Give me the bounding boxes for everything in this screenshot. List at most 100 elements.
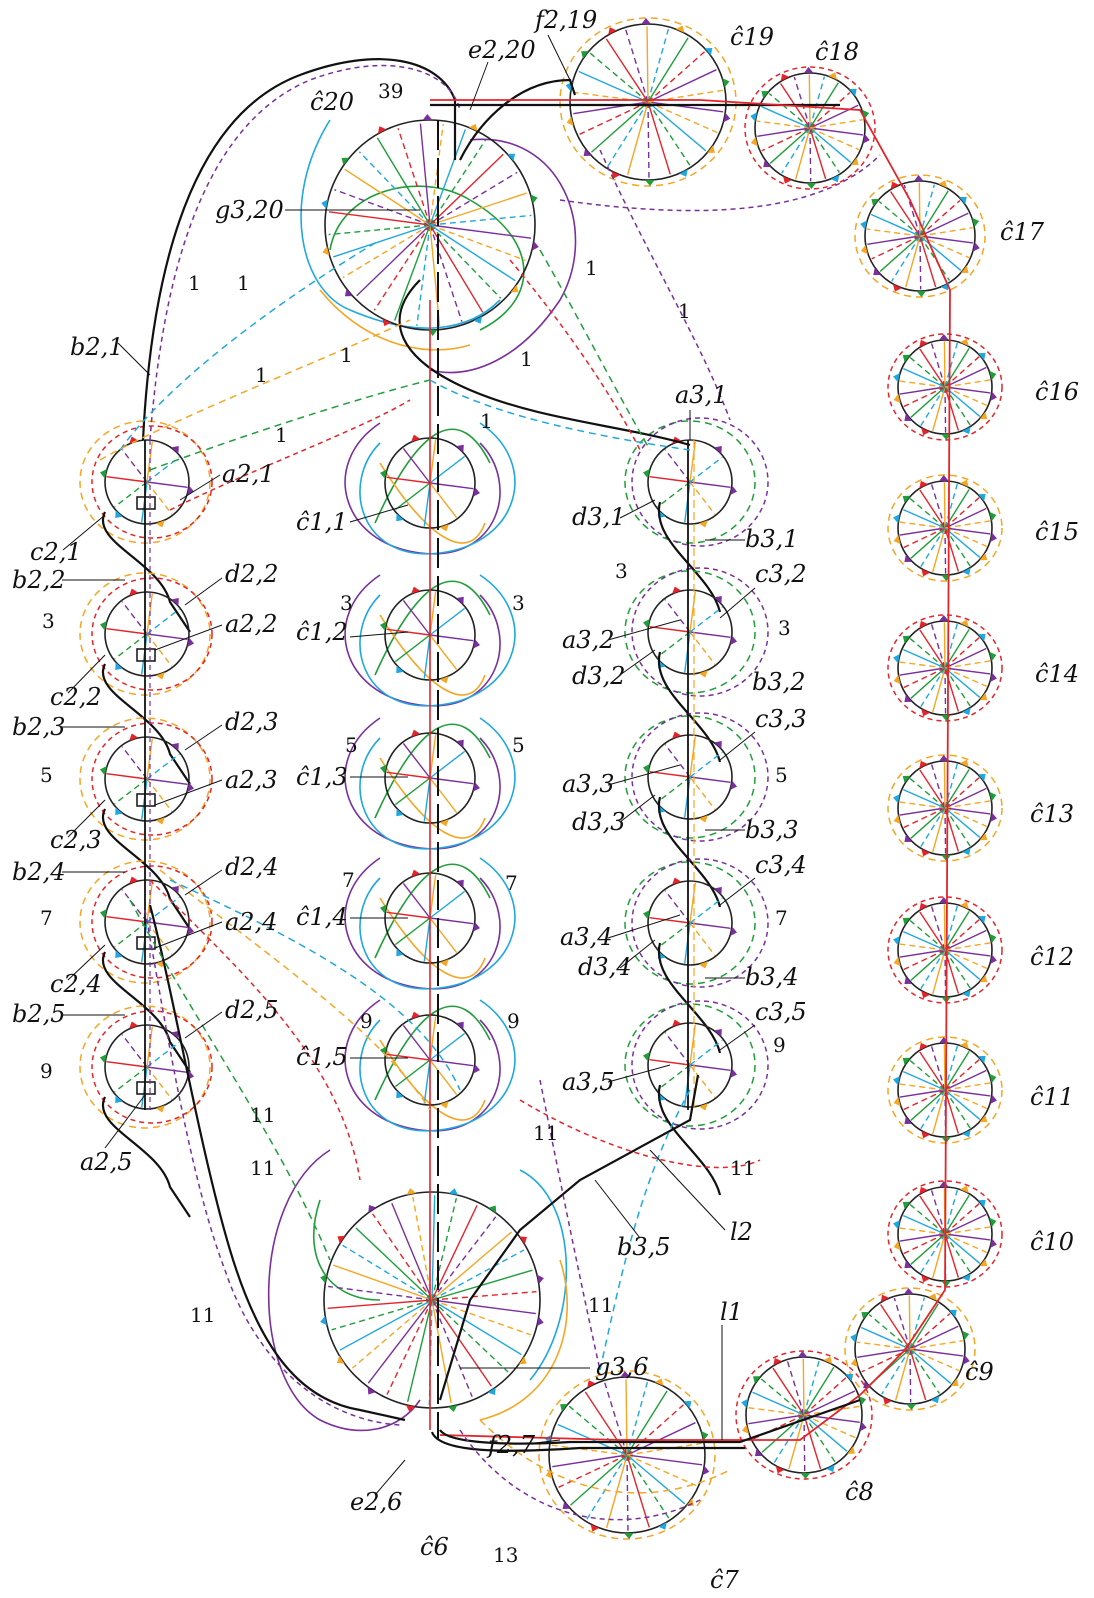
spoke: [429, 917, 458, 954]
spoke: [944, 647, 987, 669]
spoke: [867, 235, 921, 245]
spoke: [106, 916, 148, 923]
spoke: [908, 1295, 911, 1350]
spoke: [431, 1231, 513, 1301]
spoke: [944, 929, 987, 951]
arrow-marker: [642, 909, 650, 920]
label-d2-2: d2,2: [225, 560, 279, 588]
spoke: [769, 127, 811, 164]
spoke: [146, 921, 188, 928]
num-1: 1: [275, 423, 288, 447]
arrow-marker: [411, 869, 421, 877]
spoke: [106, 628, 148, 635]
loop-green: [374, 723, 491, 819]
arrow-marker: [99, 765, 107, 776]
spoke: [607, 101, 649, 167]
spoke: [328, 224, 431, 236]
wheel-rim: [754, 72, 866, 184]
arrow-marker: [187, 782, 195, 793]
halo: [631, 417, 769, 547]
arrow-marker: [129, 588, 139, 596]
spoke: [431, 1216, 497, 1301]
leader-lines: [62, 34, 756, 1496]
spoke: [803, 1366, 835, 1416]
arrow-marker: [439, 1101, 449, 1109]
arrow-marker: [439, 959, 449, 967]
arrow-marker: [714, 596, 722, 604]
spoke: [808, 74, 811, 129]
spoke: [106, 476, 148, 483]
spoke: [944, 1226, 991, 1235]
loop-green: [374, 863, 491, 959]
spoke: [919, 235, 962, 271]
spoke: [657, 481, 691, 508]
num-1: 1: [255, 363, 268, 387]
spoke: [657, 1064, 691, 1091]
label-c2-3: c2,3: [50, 826, 102, 854]
halo: [631, 567, 769, 697]
arrow-marker: [989, 791, 997, 802]
spoke: [344, 168, 431, 226]
spoke: [647, 51, 706, 103]
arrow-marker: [411, 586, 421, 594]
arrow-marker: [979, 411, 988, 420]
spoke: [944, 1233, 971, 1273]
label-c1-1: ĉ1,1: [296, 508, 348, 536]
arrow-marker: [171, 886, 179, 894]
wheel-halo: [538, 1370, 716, 1540]
spoke: [333, 224, 431, 258]
label-c1-4: ĉ1,4: [296, 903, 348, 931]
arrow-marker: [959, 479, 969, 488]
spoke: [944, 777, 980, 809]
spoke: [803, 1414, 806, 1472]
spoke: [626, 1454, 670, 1519]
label-b2-5: b2,5: [12, 1000, 66, 1028]
spoke: [664, 890, 691, 924]
spoke: [919, 190, 949, 237]
halo: [91, 1010, 213, 1124]
outer-wheel: [893, 615, 997, 721]
spoke: [910, 1089, 946, 1121]
spoke: [689, 1064, 731, 1071]
arrow-marker: [722, 78, 730, 88]
arrow-marker: [903, 1288, 914, 1295]
spoke: [626, 1454, 650, 1528]
arrow-marker: [939, 755, 949, 762]
spoke: [402, 1024, 431, 1061]
arrow-marker: [977, 915, 986, 924]
spoke: [355, 1227, 433, 1301]
spoke: [657, 922, 691, 949]
arrow-marker: [396, 808, 404, 817]
spoke: [394, 634, 431, 663]
loop-cyan: [359, 857, 516, 990]
spoke: [578, 70, 649, 103]
label-d3-2: d3,2: [572, 662, 626, 690]
num-3: 3: [340, 591, 353, 615]
spoke: [646, 26, 649, 103]
arrow-marker: [171, 1031, 179, 1039]
loop-green: [374, 1005, 491, 1101]
spoke: [647, 69, 717, 103]
right-twist: [657, 651, 722, 763]
spoke: [909, 1325, 959, 1350]
label-c11: ĉ11: [1030, 1083, 1074, 1111]
arrow-marker: [960, 265, 969, 274]
spoke: [664, 744, 691, 778]
spoke: [909, 1297, 926, 1350]
spoke: [146, 778, 188, 785]
spoke: [944, 768, 970, 809]
spoke: [944, 1233, 981, 1264]
spoke: [394, 777, 431, 806]
spoke: [551, 1444, 628, 1456]
arrow-marker: [959, 619, 969, 628]
arrow-marker: [919, 480, 928, 489]
wheel-halo: [887, 1180, 1003, 1288]
arrow-marker: [698, 670, 708, 678]
num-39: 39: [378, 79, 403, 103]
arrow-marker: [730, 780, 738, 791]
spoke: [429, 123, 444, 226]
spoke: [944, 386, 971, 426]
spoke: [909, 1204, 946, 1235]
wheel-rim: [897, 339, 993, 435]
spoke: [121, 449, 148, 483]
